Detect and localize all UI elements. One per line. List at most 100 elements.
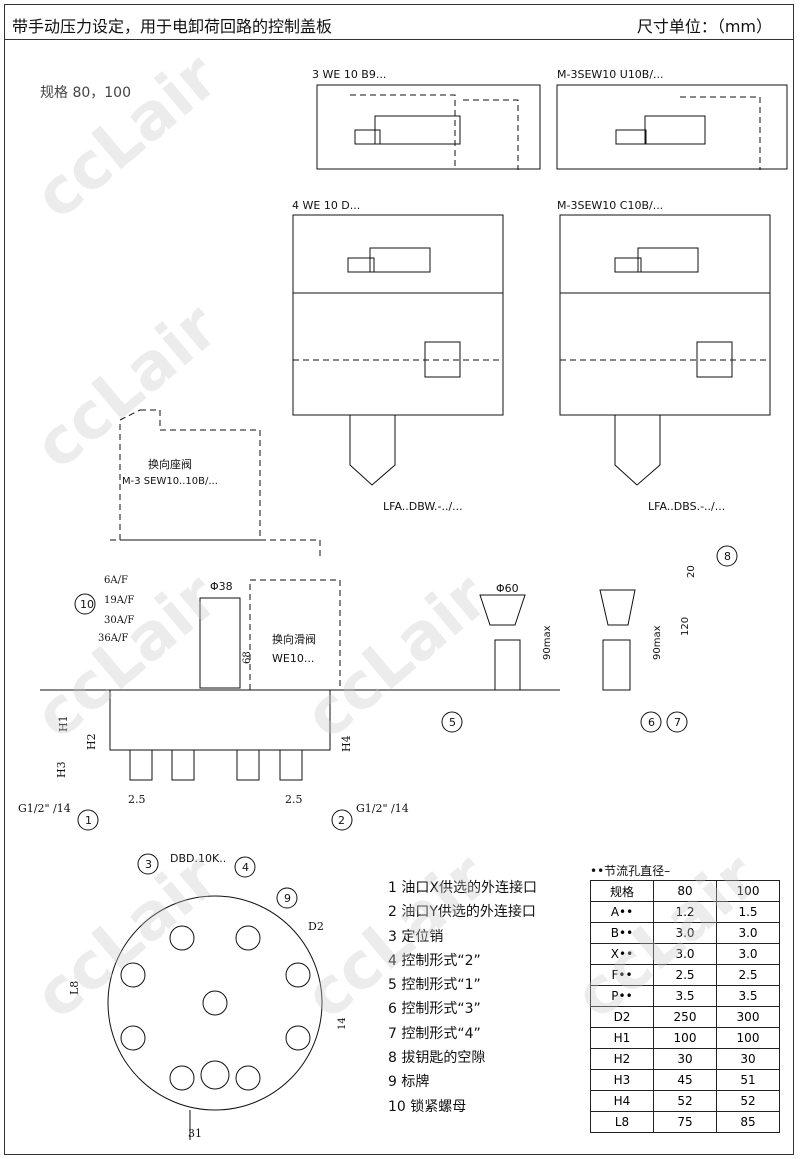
table-cell: 51 xyxy=(716,1069,780,1091)
table-cell: 100 xyxy=(716,1027,780,1049)
dim-h1: H1 xyxy=(57,715,70,732)
table-cell: H1 xyxy=(590,1027,654,1049)
dim-68: 68 xyxy=(242,651,253,664)
table-cell: 3.0 xyxy=(716,922,780,944)
callout-6af: 6A/F xyxy=(104,575,128,586)
dim-h2: H2 xyxy=(85,733,98,750)
dim-2-5: 2.5 xyxy=(128,793,146,806)
table-cell: 80 xyxy=(653,880,717,902)
dim-phi60: Φ60 xyxy=(496,582,519,595)
schematic-label: M-3SEW10 C10B/... xyxy=(557,199,663,212)
dim-l8: L8 xyxy=(68,981,81,995)
legend-item: 2 油口Y供选的外连接口 xyxy=(388,904,536,921)
schematic-box xyxy=(316,84,541,170)
table-cell: L8 xyxy=(590,1111,654,1133)
page-frame xyxy=(4,4,794,1155)
table-cell: 2.5 xyxy=(716,964,780,986)
table-cell: 250 xyxy=(653,1006,717,1028)
legend-item: 4 控制形式“2” xyxy=(388,952,481,969)
svg-text:7: 7 xyxy=(674,716,681,729)
table-cell: 3.0 xyxy=(653,922,717,944)
bolt-holes xyxy=(120,925,311,1091)
svg-text:1: 1 xyxy=(85,814,92,827)
dim-120: 120 xyxy=(680,617,691,636)
parts-legend: 1 油口X供选的外连接口 2 油口Y供选的外连接口 3 定位销 4 控制形式“2… xyxy=(388,876,537,1119)
table-cell: D2 xyxy=(590,1006,654,1028)
table-cell: 85 xyxy=(716,1111,780,1133)
legend-item: 5 控制形式“1” xyxy=(388,977,481,994)
svg-text:10: 10 xyxy=(80,598,94,611)
header: 带手动压力设定，用于电卸荷回路的控制盖板 尺寸单位：（mm） xyxy=(4,4,794,40)
legend-item: 7 控制形式“4” xyxy=(388,1025,481,1042)
legend-item: 3 定位销 xyxy=(388,928,444,945)
svg-text:2: 2 xyxy=(338,814,345,827)
svg-text:6: 6 xyxy=(648,716,655,729)
table-cell: H3 xyxy=(590,1069,654,1091)
legend-item: 1 油口X供选的外连接口 xyxy=(388,880,537,896)
table-cell: 52 xyxy=(716,1090,780,1112)
table-cell: B•• xyxy=(590,922,654,944)
table-cell: 100 xyxy=(653,1027,717,1049)
dim-g2: G1/2" /14 xyxy=(356,802,409,815)
unit-label: 尺寸单位：（mm） xyxy=(636,17,772,36)
table-caption: ••节流孔直径– xyxy=(590,864,671,878)
dim-d2: D2 xyxy=(308,920,324,933)
table-cell: 1.5 xyxy=(716,901,780,923)
table-cell: 45 xyxy=(653,1069,717,1091)
dim-90max: 90max xyxy=(652,625,663,660)
table-cell: 3.0 xyxy=(653,943,717,965)
table-cell: 规格 xyxy=(590,880,654,902)
callout-30af: 30A/F xyxy=(104,615,134,626)
svg-text:9: 9 xyxy=(284,892,291,905)
schematic-box xyxy=(556,84,788,170)
size-spec: 规格 80，100 xyxy=(40,85,131,101)
svg-text:5: 5 xyxy=(449,716,456,729)
table-cell: A•• xyxy=(590,901,654,923)
table-cell: 30 xyxy=(716,1048,780,1070)
table-cell: 100 xyxy=(716,880,780,902)
cover-plate-outline xyxy=(107,895,323,1111)
table-cell: F•• xyxy=(590,964,654,986)
table-cell: 75 xyxy=(653,1111,717,1133)
dim-90max: 90max xyxy=(542,625,553,660)
dbd-label: DBD.10K.. xyxy=(170,852,226,865)
schematic-label: 4 WE 10 D... xyxy=(292,199,360,212)
table-cell: X•• xyxy=(590,943,654,965)
dim-2-5: 2.5 xyxy=(285,793,303,806)
dim-14: 14 xyxy=(337,1017,348,1030)
legend-item: 9 标牌 xyxy=(388,1074,430,1091)
legend-item: 10 锁紧螺母 xyxy=(388,1098,467,1115)
table-cell: 52 xyxy=(653,1090,717,1112)
table-cell: H4 xyxy=(590,1090,654,1112)
table-cell: 30 xyxy=(653,1048,717,1070)
table-cell: H2 xyxy=(590,1048,654,1070)
lfa-label: LFA..DBS.-../... xyxy=(648,500,725,513)
lfa-label: LFA..DBW.-../... xyxy=(383,500,463,513)
table-cell: 2.5 xyxy=(653,964,717,986)
seat-valve-label: 换向座阀 xyxy=(148,457,192,471)
seat-valve-model: M-3 SEW10..10B/... xyxy=(122,476,218,487)
slide-valve-label: 换向滑阀 xyxy=(272,632,316,646)
slide-valve-model: WE10... xyxy=(272,652,314,665)
legend-item: 8 拔钥匙的空隙 xyxy=(388,1050,486,1067)
schematic-box xyxy=(292,214,504,416)
callout-circles xyxy=(74,545,738,909)
dim-h3: H3 xyxy=(55,761,68,778)
schematic-box xyxy=(559,214,771,416)
legend-item: 6 控制形式“3” xyxy=(388,1001,481,1018)
page-title: 带手动压力设定，用于电卸荷回路的控制盖板 xyxy=(12,17,333,36)
